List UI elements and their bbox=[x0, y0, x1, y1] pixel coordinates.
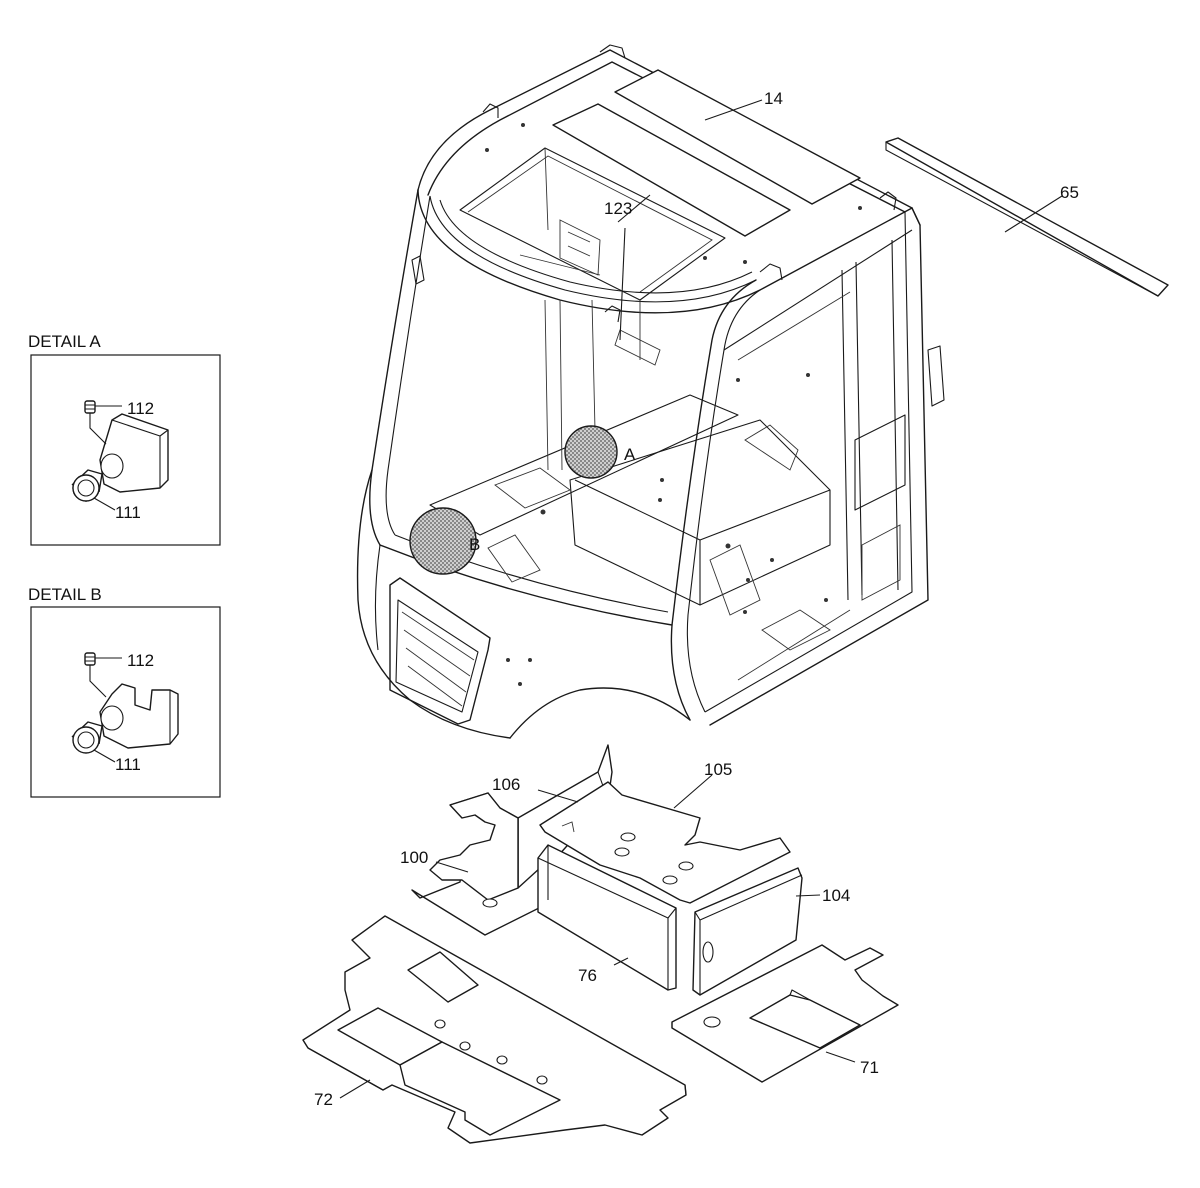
panel-104 bbox=[692, 867, 803, 996]
magnifier-label-b: B bbox=[469, 535, 480, 554]
leader-lines bbox=[339, 99, 1063, 1099]
detail-a-title: DETAIL A bbox=[28, 332, 101, 351]
detail-a-callout-112: 112 bbox=[127, 399, 154, 418]
callout-65: 65 bbox=[1060, 183, 1079, 202]
mat-71 bbox=[671, 944, 899, 1083]
detail-b-title: DETAIL B bbox=[28, 585, 102, 604]
detail-b-callout-111: 111 bbox=[115, 755, 141, 774]
detail-a: DETAIL A 112 111 bbox=[28, 332, 221, 546]
detail-a-bushing bbox=[71, 469, 116, 511]
magnifier-a bbox=[564, 425, 618, 479]
detail-a-bolt bbox=[84, 400, 122, 445]
callout-76: 76 bbox=[578, 966, 597, 985]
mat-105 bbox=[539, 781, 791, 904]
mat-100 bbox=[411, 792, 576, 936]
callout-14: 14 bbox=[764, 89, 783, 108]
seal-strip bbox=[885, 137, 1169, 297]
callout-100: 100 bbox=[400, 848, 428, 867]
callout-105: 105 bbox=[704, 760, 732, 779]
box-76 bbox=[537, 844, 677, 991]
detail-b: DETAIL B 112 111 bbox=[28, 585, 221, 798]
roof-pad bbox=[552, 69, 861, 237]
callout-104: 104 bbox=[822, 886, 850, 905]
magnifier-b bbox=[409, 507, 477, 575]
magnifier-label-a: A bbox=[624, 445, 636, 464]
detail-a-callout-111: 111 bbox=[115, 503, 141, 522]
detail-a-block bbox=[99, 413, 169, 493]
detail-b-callout-112: 112 bbox=[127, 651, 154, 670]
detail-b-bolt bbox=[84, 652, 122, 698]
callout-123: 123 bbox=[604, 199, 632, 218]
detail-b-bushing bbox=[71, 721, 116, 763]
detail-b-block bbox=[99, 683, 179, 749]
mat-72 bbox=[302, 915, 687, 1144]
callout-106: 106 bbox=[492, 775, 520, 794]
callout-72: 72 bbox=[314, 1090, 333, 1109]
callout-71: 71 bbox=[860, 1058, 879, 1077]
